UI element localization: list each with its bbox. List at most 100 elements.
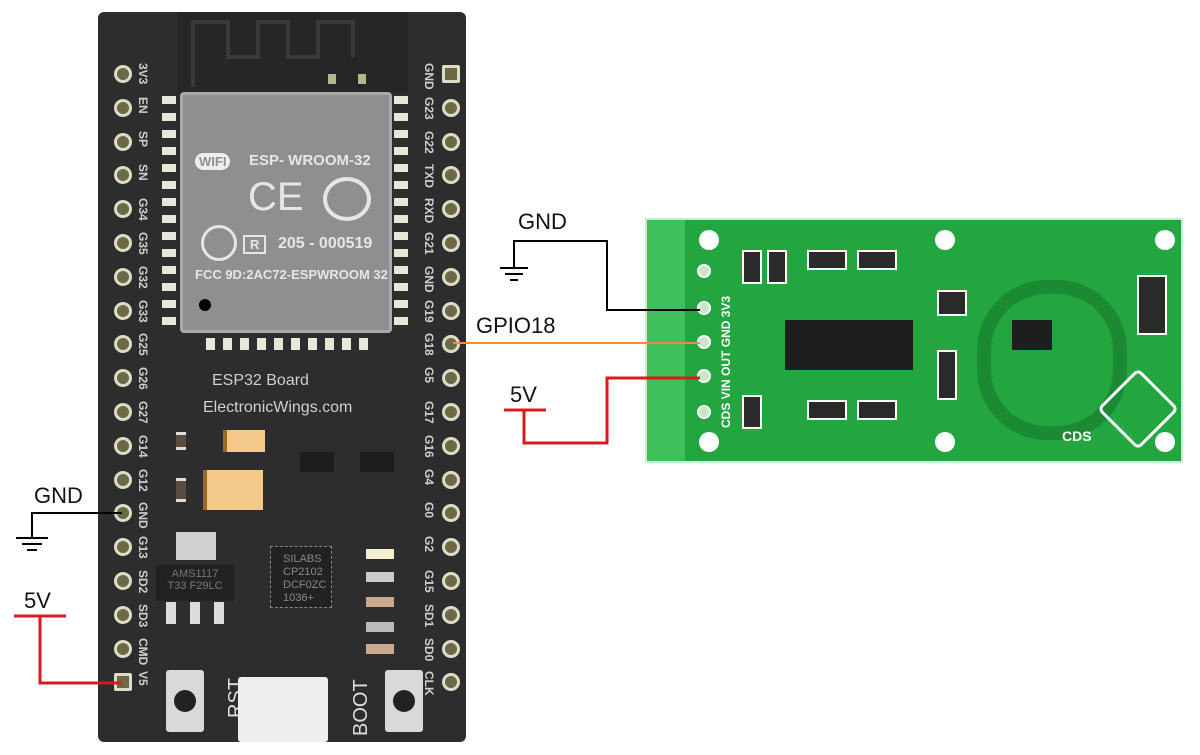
esp32-pin-g21[interactable] <box>442 234 460 252</box>
esp32-pin-g22[interactable] <box>442 132 460 151</box>
radar-pin-cds[interactable] <box>697 405 711 419</box>
esp32-pin-g27[interactable] <box>114 403 132 421</box>
module-pad <box>394 181 408 189</box>
esp32-pin-sd1[interactable] <box>442 605 460 624</box>
wifi-logo: WIFI <box>195 153 231 170</box>
module-pad <box>394 283 408 291</box>
esp32-pin-g14[interactable] <box>114 436 132 455</box>
module-pad <box>162 215 176 223</box>
esp32-pin-g17[interactable] <box>442 403 460 421</box>
pin1-dot <box>199 299 211 311</box>
micro-usb-port[interactable] <box>238 677 328 742</box>
module-pad <box>308 338 317 350</box>
left-gnd-wire <box>16 512 122 551</box>
regulator-tab <box>176 532 216 560</box>
module-pad <box>394 232 408 240</box>
radar-gnd-wire <box>500 240 700 311</box>
module-pad <box>394 130 408 138</box>
module-pad <box>223 338 232 350</box>
esp32-pin-sn[interactable] <box>114 166 132 185</box>
esp32-pin-sd0[interactable] <box>442 639 460 658</box>
regulator-line-2: T33 F29LC <box>167 580 223 592</box>
esp32-pin-g4[interactable] <box>442 470 460 489</box>
esp32-pin-g35[interactable] <box>114 234 132 252</box>
esp32-pin-g12[interactable] <box>114 470 132 489</box>
esp32-pin-rxd[interactable] <box>442 200 460 219</box>
module-pad <box>162 266 176 274</box>
module-pad <box>162 164 176 172</box>
esp32-pin-g15[interactable] <box>442 572 460 590</box>
regulator-line-1: AMS1117 <box>171 568 219 580</box>
ic-chip <box>785 320 913 370</box>
esp32-pin-g18[interactable] <box>442 335 460 354</box>
resistor <box>176 478 186 502</box>
capacitor <box>203 470 263 510</box>
module-pad <box>342 338 351 350</box>
esp32-pin-g33[interactable] <box>114 301 132 320</box>
esp32-pin-gnd[interactable] <box>442 267 460 286</box>
esp32-pin-g5[interactable] <box>442 369 460 388</box>
esp32-pin-txd[interactable] <box>442 166 460 185</box>
module-pad <box>394 266 408 274</box>
button-cap-icon <box>393 690 415 712</box>
capacitor <box>223 430 265 452</box>
esp32-pin-sp[interactable] <box>114 132 132 151</box>
module-pad <box>162 249 176 257</box>
fcc-id: FCC 9D:2AC72-ESPWROOM 32 <box>195 267 388 282</box>
esp32-pin-en[interactable] <box>114 98 132 117</box>
esp32-pin-g2[interactable] <box>442 538 460 557</box>
esp32-pin-cmd[interactable] <box>114 639 132 658</box>
left-gnd-label: GND <box>34 483 83 508</box>
boot-button[interactable] <box>385 670 423 732</box>
antenna-area <box>178 12 408 92</box>
radar-pin-gnd[interactable] <box>697 301 711 315</box>
chip-line: 1036+ <box>283 592 314 604</box>
esp32-pin-g16[interactable] <box>442 436 460 455</box>
rst-button[interactable] <box>166 670 204 732</box>
esp32-pin-clk[interactable] <box>442 673 460 692</box>
rcwl-0516-radar-module: CDS VIN OUT GND 3V3 CDS <box>645 218 1183 463</box>
radar-gnd-label: GND <box>518 209 567 234</box>
module-pad <box>394 113 408 121</box>
module-pad <box>162 130 176 138</box>
module-pad <box>394 249 408 257</box>
esp32-pin-g26[interactable] <box>114 369 132 388</box>
board-name: ESP32 Board <box>212 372 309 389</box>
left-5v-wire <box>14 614 122 685</box>
esp32-pin-g19[interactable] <box>442 301 460 320</box>
module-pad <box>206 338 215 350</box>
module-pad <box>394 300 408 308</box>
radar-5v-label: 5V <box>510 382 537 407</box>
gpio18-label: GPIO18 <box>476 313 555 338</box>
board-website: ElectronicWings.com <box>203 399 353 416</box>
espressif-logo-icon <box>323 177 371 221</box>
esp32-pin-3v3[interactable] <box>114 65 132 83</box>
module-pad <box>394 215 408 223</box>
radar-pin-vin[interactable] <box>697 369 711 383</box>
esp32-pin-g32[interactable] <box>114 267 132 286</box>
esp32-pin-sd2[interactable] <box>114 572 132 590</box>
esp32-pin-sd3[interactable] <box>114 605 132 624</box>
module-pad <box>162 181 176 189</box>
transistor <box>300 452 334 472</box>
board-edge <box>647 220 685 461</box>
chip-line: CP2102 <box>283 566 323 578</box>
esp32-pin-g34[interactable] <box>114 200 132 219</box>
radar-pin-3v3[interactable] <box>697 264 711 278</box>
esp32-pin-g23[interactable] <box>442 98 460 117</box>
esp32-pin-g13[interactable] <box>114 538 132 557</box>
chip-line: SILABS <box>283 553 322 565</box>
esp32-board: WIFI ESP- WROOM-32 CE R 205 - 000519 FCC… <box>98 12 466 742</box>
esp32-pin-g25[interactable] <box>114 335 132 354</box>
module-pad <box>162 198 176 206</box>
esp32-pin-gnd[interactable] <box>442 65 460 83</box>
module-pad <box>394 198 408 206</box>
chip-line: DCF0ZC <box>283 579 327 591</box>
module-pad <box>162 96 176 104</box>
module-pad <box>394 317 408 325</box>
registered-mark: R <box>243 235 267 254</box>
esp32-pin-g0[interactable] <box>442 504 460 523</box>
